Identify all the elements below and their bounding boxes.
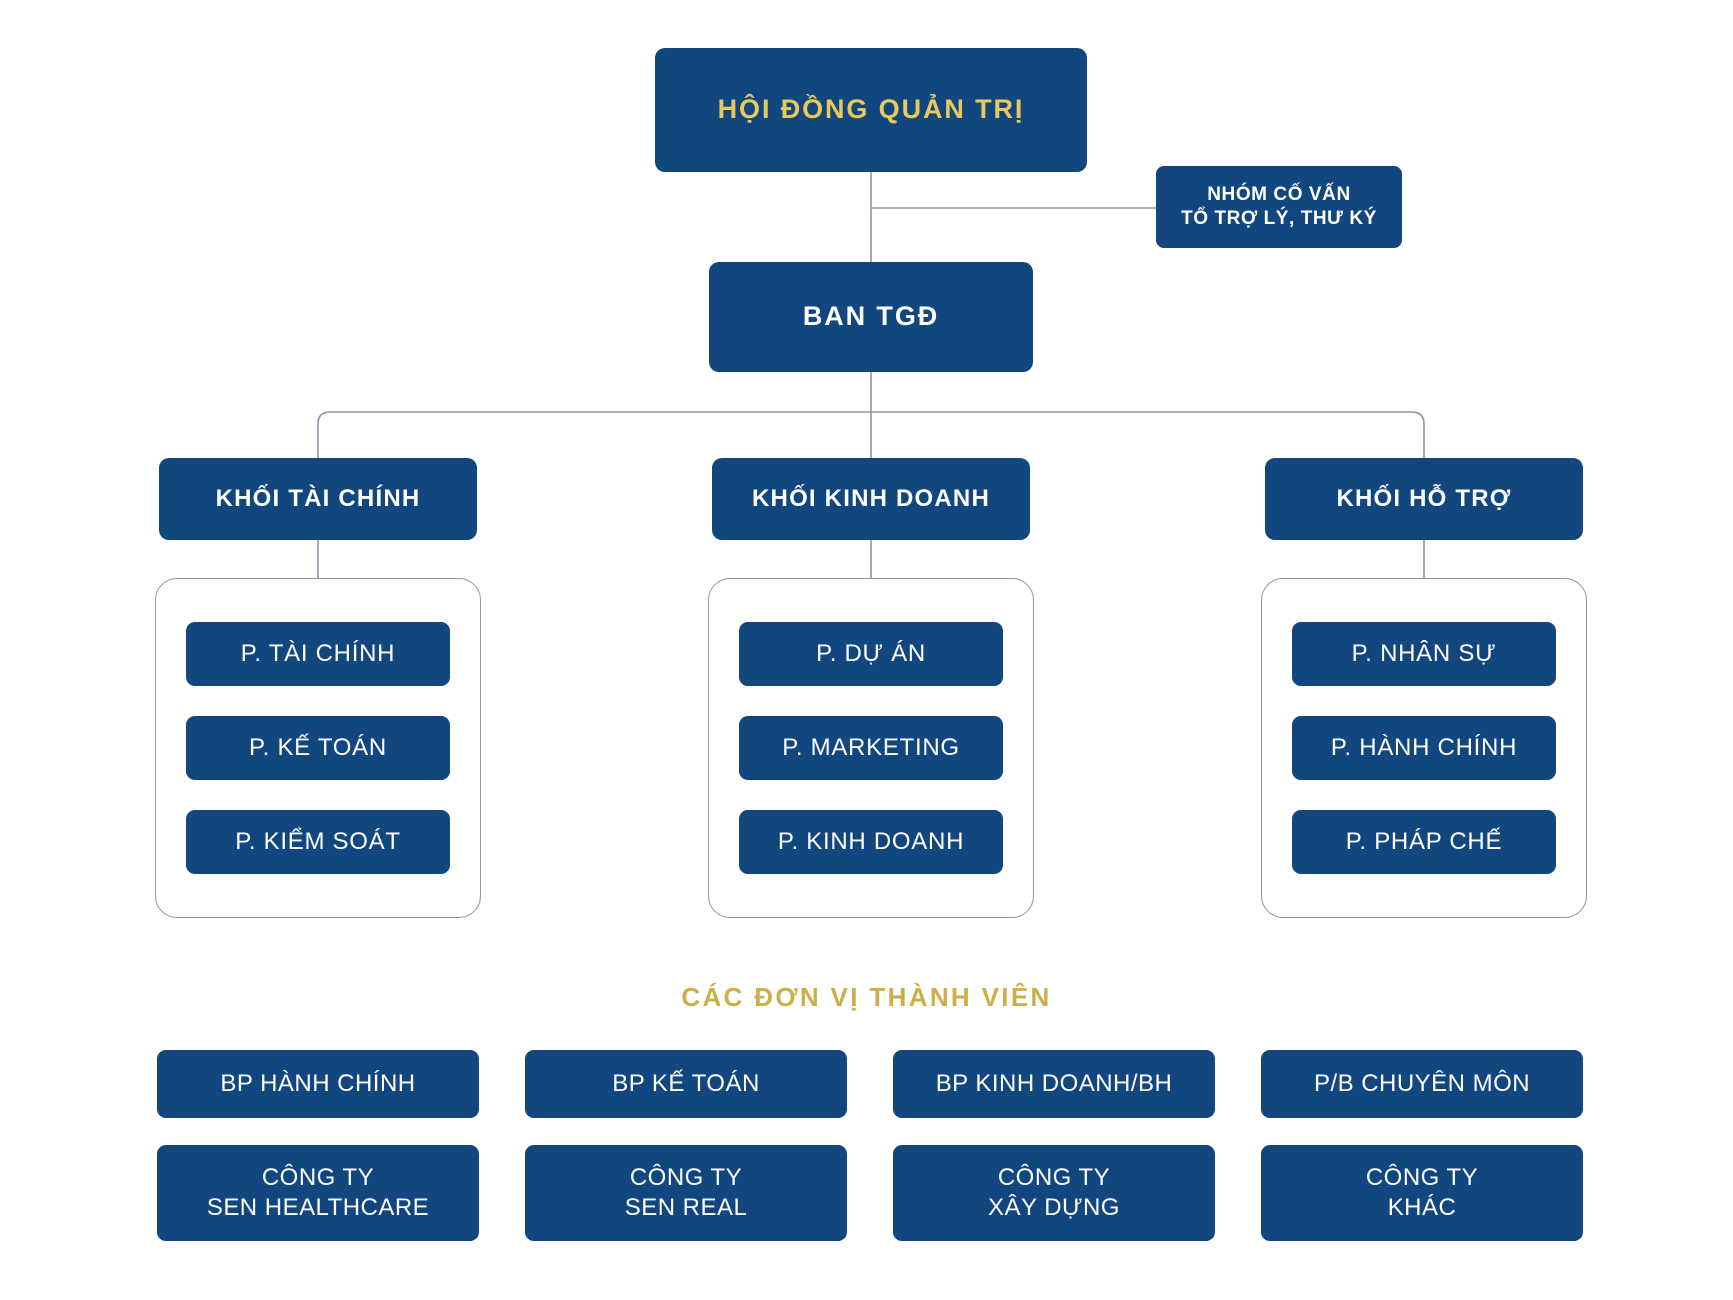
department-box-ke-toan[interactable]: P. KẾ TOÁN [186, 716, 450, 780]
advisor-group-line-2: TỔ TRỢ LÝ, THƯ KÝ [1181, 208, 1377, 229]
member-unit-label: CÔNG TY SEN REAL [624, 1164, 748, 1221]
member-unit-pb-chuyen-mon[interactable]: P/B CHUYÊN MÔN [1261, 1050, 1583, 1118]
division-group-container-2 [708, 578, 1034, 918]
member-unit-label: P/B CHUYÊN MÔN [1313, 1070, 1531, 1097]
member-unit-label: BP KẾ TOÁN [612, 1070, 760, 1097]
department-label: P. DỰ ÁN [816, 640, 926, 667]
division-header-ho-tro[interactable]: KHỐI HỖ TRỢ [1265, 458, 1583, 540]
board-of-directors-label: HỘI ĐỒNG QUẢN TRỊ [717, 94, 1025, 125]
member-unit-label: CÔNG TY KHÁC [1365, 1164, 1479, 1221]
department-box-du-an[interactable]: P. DỰ ÁN [739, 622, 1003, 686]
department-box-kinh-doanh[interactable]: P. KINH DOANH [739, 810, 1003, 874]
division-header-label: KHỐI TÀI CHÍNH [215, 485, 421, 512]
division-group-container-3 [1261, 578, 1587, 918]
member-unit-cong-ty-sen-healthcare[interactable]: CÔNG TY SEN HEALTHCARE [157, 1145, 479, 1241]
member-unit-bp-hanh-chinh[interactable]: BP HÀNH CHÍNH [157, 1050, 479, 1118]
member-unit-cong-ty-sen-real[interactable]: CÔNG TY SEN REAL [525, 1145, 847, 1241]
department-box-phap-che[interactable]: P. PHÁP CHẾ [1292, 810, 1556, 874]
member-unit-cong-ty-khac[interactable]: CÔNG TY KHÁC [1261, 1145, 1583, 1241]
member-unit-label: CÔNG TY XÂY DỰNG [988, 1164, 1120, 1221]
department-label: P. KIỂM SOÁT [235, 828, 401, 855]
advisor-group-line-1: NHÓM CỐ VẤN [1207, 184, 1351, 206]
member-unit-label: BP KINH DOANH/BH [935, 1070, 1173, 1097]
division-header-label: KHỐI KINH DOANH [752, 485, 990, 512]
department-label: P. NHÂN SỰ [1351, 640, 1497, 667]
advisor-group-box[interactable]: NHÓM CỐ VẤN TỔ TRỢ LÝ, THƯ KÝ [1156, 166, 1402, 248]
department-label: P. KINH DOANH [777, 828, 965, 855]
board-of-directors-box[interactable]: HỘI ĐỒNG QUẢN TRỊ [655, 48, 1087, 172]
member-unit-cong-ty-xay-dung[interactable]: CÔNG TY XÂY DỰNG [893, 1145, 1215, 1241]
department-label: P. PHÁP CHẾ [1345, 828, 1503, 855]
department-box-marketing[interactable]: P. MARKETING [739, 716, 1003, 780]
division-header-kinh-doanh[interactable]: KHỐI KINH DOANH [712, 458, 1030, 540]
department-box-kiem-soat[interactable]: P. KIỂM SOÁT [186, 810, 450, 874]
member-unit-label: CÔNG TY SEN HEALTHCARE [206, 1164, 430, 1221]
management-board-box[interactable]: BAN TGĐ [709, 262, 1033, 372]
department-box-hanh-chinh[interactable]: P. HÀNH CHÍNH [1292, 716, 1556, 780]
department-box-nhan-su[interactable]: P. NHÂN SỰ [1292, 622, 1556, 686]
member-unit-bp-ke-toan[interactable]: BP KẾ TOÁN [525, 1050, 847, 1118]
department-label: P. MARKETING [782, 734, 960, 761]
department-label: P. HÀNH CHÍNH [1330, 734, 1518, 761]
member-unit-label: BP HÀNH CHÍNH [220, 1070, 416, 1097]
management-board-label: BAN TGĐ [802, 301, 940, 332]
department-label: P. KẾ TOÁN [249, 734, 387, 761]
department-label: P. TÀI CHÍNH [240, 640, 396, 667]
division-header-tai-chinh[interactable]: KHỐI TÀI CHÍNH [159, 458, 477, 540]
member-unit-bp-kinh-doanh-bh[interactable]: BP KINH DOANH/BH [893, 1050, 1215, 1118]
division-header-label: KHỐI HỖ TRỢ [1336, 485, 1512, 512]
member-units-section-title: CÁC ĐƠN VỊ THÀNH VIÊN [681, 982, 1052, 1012]
department-box-tai-chinh[interactable]: P. TÀI CHÍNH [186, 622, 450, 686]
division-group-container-1 [155, 578, 481, 918]
